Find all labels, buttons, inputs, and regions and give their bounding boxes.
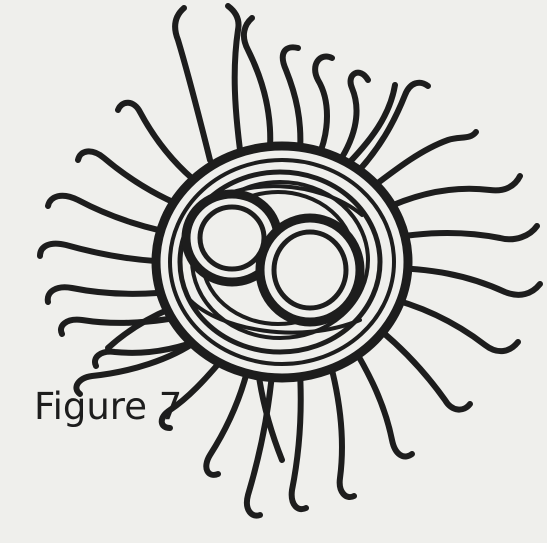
filament <box>352 345 412 456</box>
filament <box>292 372 306 509</box>
filament <box>206 368 248 475</box>
filament <box>315 57 332 158</box>
filament <box>244 18 270 148</box>
filament <box>118 103 200 185</box>
filament <box>335 73 368 168</box>
filament <box>228 6 240 150</box>
filament <box>330 362 354 497</box>
figure-caption: Figure 7 <box>34 388 182 425</box>
nucleus-right <box>274 232 346 308</box>
nucleus-left <box>200 207 264 269</box>
filament <box>175 8 210 160</box>
filament <box>283 47 301 152</box>
